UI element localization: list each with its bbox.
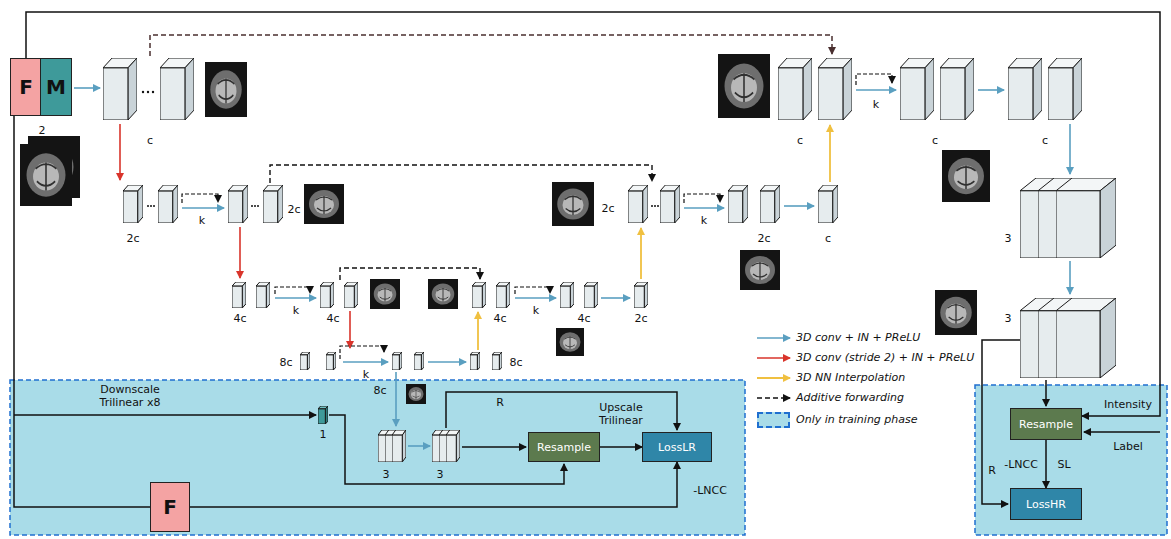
legend-swatch [757,412,790,428]
node-text: Resample [1019,418,1073,431]
connector [190,462,677,507]
connector [1045,440,1047,488]
layer-label: 4c [493,312,506,325]
layer-label: c [797,134,803,147]
connector [26,12,1160,416]
layer-label: k [363,368,369,381]
layer-label: k [199,214,205,227]
layer-label: Downscale Trilinear x8 [90,383,170,409]
layer-label: k [701,214,707,227]
layer-label: 8c [279,356,292,369]
connector [14,116,150,507]
fixed-image-box: F [150,482,190,532]
layer-label: 2c [126,232,139,245]
resample-box: Resample [1010,408,1082,440]
layer-label: c [825,232,831,245]
layer-label: R [496,396,504,409]
connector [600,446,642,448]
layer-label: 2c [634,312,647,325]
layer-label: 2c [601,202,614,215]
edge-label: -LNCC [693,484,727,497]
edge-label: Upscale Trilinear [591,401,651,427]
layer-label: 8c [509,356,522,369]
node-text: Resample [537,441,591,454]
node-text: M [46,75,66,99]
layer-label: k [873,98,879,111]
fixed-input-box: F [10,58,42,116]
node-text: F [19,75,33,99]
layer-label: R [988,464,996,477]
layer-label: 3 [437,468,444,481]
layer-label: 8c [373,384,386,397]
layer-label: 2c [287,203,300,216]
layer-label: k [293,304,299,317]
layer-label: c [1042,134,1048,147]
loss-box: LossLR [642,432,712,462]
layer-label: 4c [326,312,339,325]
resample-box: Resample [528,432,600,462]
layer-label: SL [1057,458,1070,471]
node-text: LossLR [658,441,696,454]
layer-label: k [533,304,539,317]
node-text: F [163,495,177,519]
layer-label: 3 [1005,312,1012,325]
moving-input-box: M [40,58,72,116]
layer-label: 2c [757,232,770,245]
layer-label: c [147,134,153,147]
edge-label: Intensity [1104,398,1152,411]
legend-text: Only in training phase [796,413,918,426]
layer-label: Label [1113,440,1143,453]
legend-text: 3D conv + IN + PReLU [796,331,920,344]
layer-label: 4c [577,312,590,325]
layer-label: 2 [39,124,46,137]
layer-label: 3 [1005,232,1012,245]
legend-text: 3D conv (stride 2) + IN + PReLU [796,351,974,364]
layer-label: 3 [383,468,390,481]
layer-label: 4c [233,312,246,325]
layer-label: 1 [320,428,327,441]
edge-label: -LNCC [1004,458,1038,471]
layer-label: c [932,134,938,147]
legend-text: 3D NN Interpolation [796,371,905,384]
loss-box: LossHR [1010,488,1082,520]
legend-text: Additive forwarding [796,391,904,404]
node-text: LossHR [1026,498,1066,511]
